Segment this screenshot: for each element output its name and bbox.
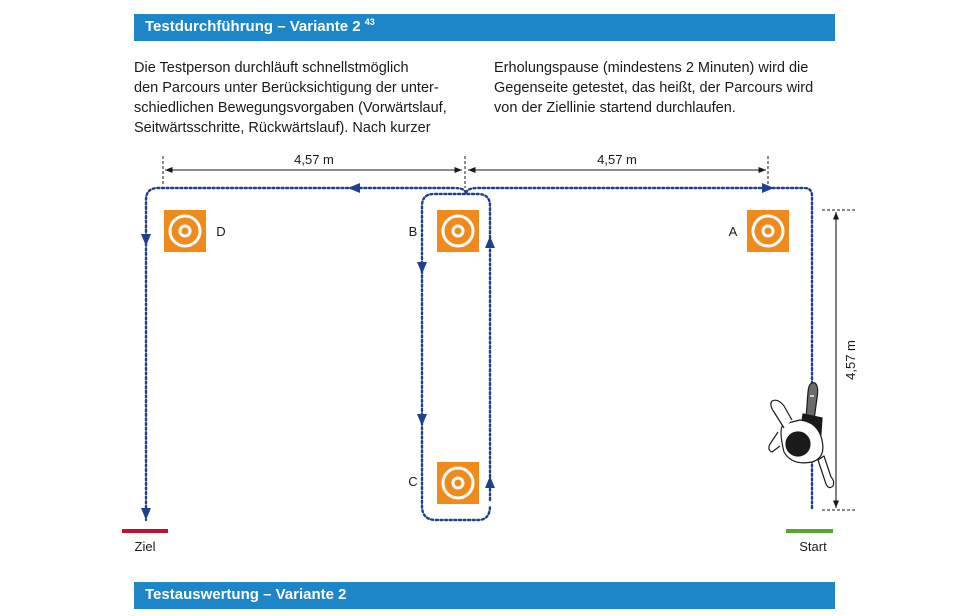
dimension-label-left: 4,57 m (294, 152, 334, 167)
finish-label: Ziel (135, 539, 156, 554)
cone-c-label: C (408, 474, 417, 489)
dimension-label-right: 4,57 m (597, 152, 637, 167)
running-path (144, 186, 814, 522)
cone-a-marker (747, 210, 789, 252)
dimension-label-vertical: 4,57 m (843, 340, 858, 380)
dimension-line-left (162, 156, 462, 186)
section-header-test-evaluation: Testauswertung – Variante 2 (134, 582, 835, 609)
direction-arrows (141, 183, 774, 520)
section-title: Testdurchführung – Variante 2 (145, 18, 361, 35)
cone-b-marker (437, 210, 479, 252)
runner-figure (768, 382, 835, 489)
dimension-line-right (468, 156, 769, 186)
intro-text-right: Erholungspause (mindestens 2 Minuten) wi… (494, 60, 814, 116)
dimension-line-vertical (822, 209, 856, 511)
cone-d-marker (164, 210, 206, 252)
cone-a-label: A (729, 224, 738, 239)
section-header-test-procedure: Testdurchführung – Variante 2 43 (134, 14, 835, 41)
cone-d-label: D (216, 224, 225, 239)
footnote-marker: 43 (364, 17, 375, 27)
intro-text-left: Die Testperson durchläuft schnellstmögli… (134, 60, 447, 136)
cone-c-marker (437, 462, 479, 504)
cone-b-label: B (409, 224, 418, 239)
section-title: Testauswertung – Variante 2 (145, 586, 347, 603)
start-label: Start (799, 539, 827, 554)
